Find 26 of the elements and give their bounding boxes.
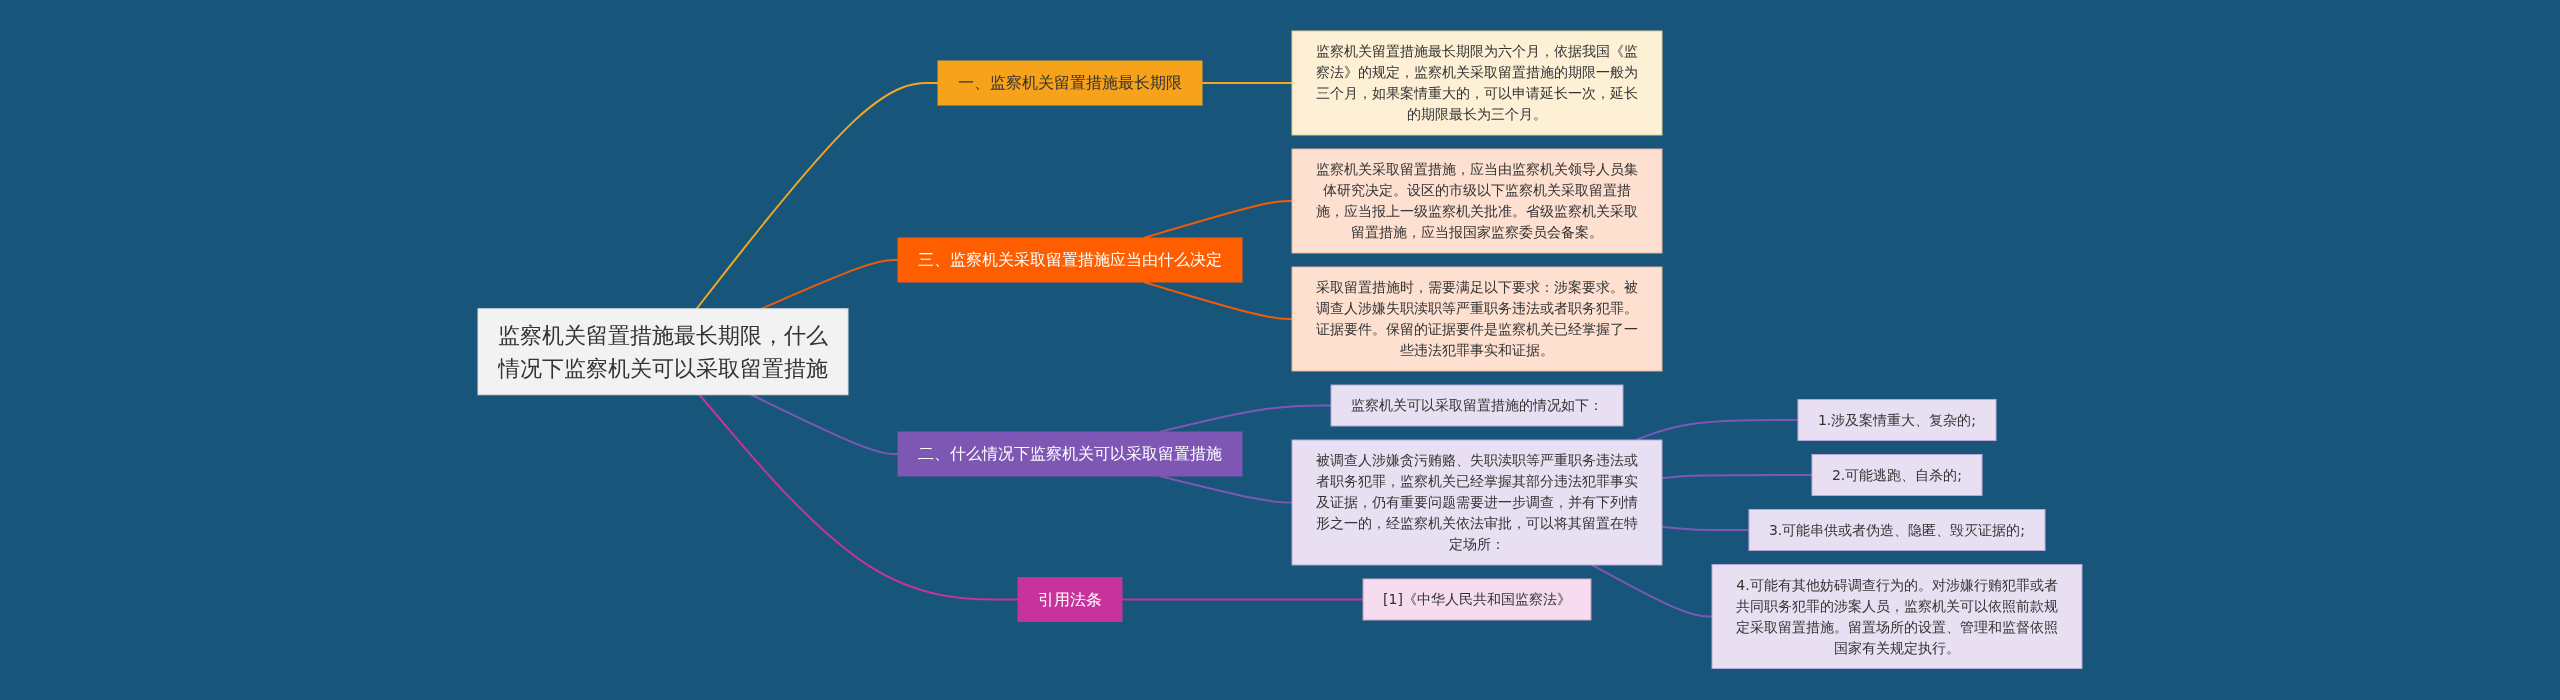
connector xyxy=(695,82,939,310)
connector xyxy=(1635,419,1799,442)
node-box: 监察机关可以采取留置措施的情况如下： xyxy=(1330,384,1624,427)
connector xyxy=(760,259,899,310)
node-box: 3.可能串供或者伪造、隐匿、毁灭证据的; xyxy=(1748,509,2046,552)
node-box: [1]《中华人民共和国监察法》 xyxy=(1362,578,1592,621)
node-box: 监察机关留置措施最长期限，什么情况下监察机关可以采取留置措施 xyxy=(477,308,849,396)
node-box: 监察机关留置措施最长期限为六个月，依据我国《监察法》的规定，监察机关采取留置措施的期限一般为三个月，如果案情重大的，可以申请延长一次，延长的期限最长为三个月。 xyxy=(1291,30,1663,136)
connector xyxy=(1201,82,1293,85)
node-box: 2.可能逃跑、自杀的; xyxy=(1811,454,1983,497)
node-box: 采取留置措施时，需要满足以下要求：涉案要求。被调查人涉嫌失职渎职等严重职务违法或者职务犯罪。证据要件。保留的证据要件是监察机关已经掌握了一些违法犯罪事实和证据。 xyxy=(1291,266,1663,372)
connector xyxy=(1121,598,1365,601)
connector xyxy=(1158,404,1332,434)
connector xyxy=(1142,200,1293,240)
connector xyxy=(1591,564,1713,618)
node-box: 一、监察机关留置措施最长期限 xyxy=(937,60,1203,106)
node-box: 监察机关采取留置措施，应当由监察机关领导人员集体研究决定。设区的市级以下监察机关采取留置措施，应当报上一级监察机关批准。省级监察机关采取留置措施，应当报国家监察委员会备案。 xyxy=(1291,148,1663,254)
node-box: 被调查人涉嫌贪污贿赂、失职渎职等严重职务违法或者职务犯罪，监察机关已经掌握其部分违法犯罪事实及证据，仍有重要问题需要进一步调查，并有下列情形之一的，经监察机关依法审批，可以将其留置在特定场所： xyxy=(1291,439,1663,566)
connector xyxy=(1661,474,1813,480)
node-box: 引用法条 xyxy=(1017,577,1123,623)
node-box: 三、监察机关采取留置措施应当由什么决定 xyxy=(897,237,1243,283)
connector xyxy=(1661,526,1750,532)
node-box: 二、什么情况下监察机关可以采取留置措施 xyxy=(897,431,1243,477)
node-box: 1.涉及案情重大、复杂的; xyxy=(1797,399,1997,442)
connector xyxy=(698,394,1019,601)
node-box: 4.可能有其他妨碍调查行为的。对涉嫌行贿犯罪或者共同职务犯罪的涉案人员，监察机关可以依照前款规定采取留置措施。留置场所的设置、管理和监督依照国家有关规定执行。 xyxy=(1711,564,2083,670)
